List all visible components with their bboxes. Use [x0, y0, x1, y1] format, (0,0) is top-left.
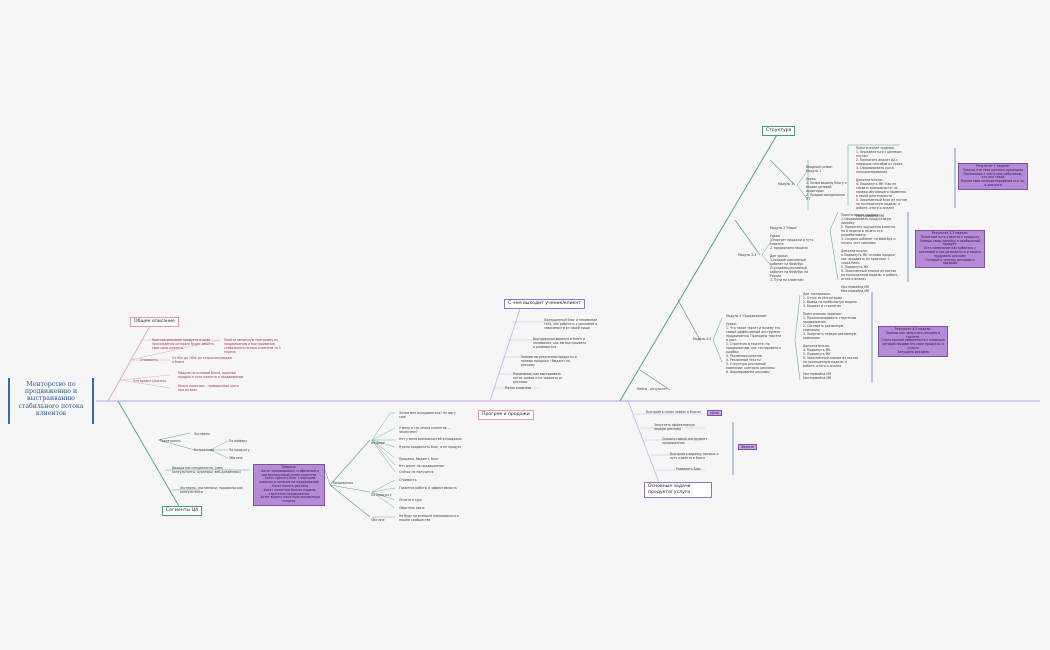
task-item: Выстроить воронку продаж и путь клиента … [670, 452, 719, 460]
segment-trunk [117, 400, 181, 509]
module1-tasks: Практические задания: 1. Определиться с … [856, 146, 907, 218]
me-item: Не буду ли излишне навязываться в нашем … [399, 514, 459, 522]
offer-item: Нужно продвигать блог, а не продукт [399, 445, 462, 449]
offer-item: Зачем мне вкладываться? Не могу сам! [399, 411, 456, 419]
objections-label: Возражения [333, 481, 354, 485]
start-item: Знание на услуги или продукты и первые п… [521, 355, 577, 367]
segment-node[interactable]: Сегменты ЦА [162, 506, 203, 516]
module45-lessons: Модуль 4 'Продвижение' Уроки: 1. Что так… [726, 314, 782, 374]
segment-about-me: Обо мне [229, 456, 243, 460]
structure-trunk [619, 132, 779, 402]
module1-lessons: Вводный созвон Модуль 1 Уроки 1. Зачем в… [806, 165, 847, 201]
segment-by-product: По продукту [229, 448, 250, 452]
product-item: Гарантия работы и эффективность [399, 486, 457, 490]
module1-label: Модуль 1 [778, 182, 794, 186]
aim-text: Выстроить поток заявок в блогах [646, 410, 701, 414]
product-item: Оплата в курс [399, 498, 423, 502]
objection-by-product: По продукту [371, 493, 392, 497]
offer-item: Нет у меня возможностей в продажах [399, 437, 462, 441]
segment-info-desc: Эксперты, наставники, продюсерские, конс… [180, 486, 244, 494]
general-price: От 80к до 160к до открытия продаж в блог… [172, 356, 233, 364]
task-item: Развивать блог [676, 467, 701, 471]
module23-lessons: Модуль 2 'Ниша' Уроки 1.портрет продажи … [770, 226, 814, 282]
module23-tasks: Практические задания: 1.Сформировать про… [841, 213, 899, 293]
segment-requests-note: Запросы: - Хотят сформировать стабильный… [253, 464, 325, 506]
module1-result-note: Результат 1 недели: Знаешь кто твоя целе… [958, 163, 1028, 190]
offer-item: Продажа, бюджет, блог [399, 457, 439, 461]
segment-by-offer: По офферу [229, 439, 248, 443]
task-item: Запустить эффективную первую рекламу [654, 423, 695, 431]
general-product-b: Много практики - проверочные шаги при их… [178, 384, 239, 392]
tasks-trunk [627, 400, 661, 486]
aim-tag: Цель [707, 410, 722, 416]
general-product-label: Что входит (кратко) [133, 379, 166, 383]
general-price-label: Стоимость [140, 358, 158, 362]
tasks-node[interactable]: Основные задачи продукта/ услуги [644, 482, 712, 498]
start-item: Полноценный блог и понимание того, как р… [544, 318, 598, 330]
start-item: Поток клиентов [505, 386, 532, 390]
segment-experts-desc: Двадцатые специалисты, (эмм, консультант… [172, 466, 241, 474]
module45-label: Модуль 4-5 [693, 337, 712, 341]
product-item: Обратная связь [399, 506, 425, 510]
product-item: Стоимость [399, 478, 417, 482]
root-node[interactable]: Менторство по продвижению и выстраиванию… [8, 378, 94, 424]
progress-node[interactable]: Прогрев и продажи [478, 410, 534, 420]
offer-item: Сейчас не получится [399, 470, 434, 474]
module45-tasks: Доп. материалы: 1. Отток из Инстаграма 2… [803, 292, 859, 380]
tasks-tag: Задачи [738, 444, 757, 450]
offer-item: У меня и так много клиентов — зачем мне? [399, 426, 451, 434]
general-trunk [107, 325, 151, 402]
general-about-left: Краткое описание продукта и ради прохожд… [152, 338, 214, 350]
module23-label: Модуль 2-3 [738, 253, 757, 257]
module45-result-note: Результат 4-5 недель: Знаешь как запусти… [878, 326, 948, 357]
case-label: Кейсы - результат [637, 387, 667, 391]
objection-by-offer: Ни фаре [371, 441, 385, 445]
start-node[interactable]: С чем выходит ученик/клиент [504, 299, 586, 309]
task-item: Освоить новый инструмент продвижения [662, 437, 708, 445]
objection-about-me: Обо мне [371, 518, 385, 522]
start-item: Выстроенная воронка в блоге и понимание,… [533, 337, 587, 349]
general-product-a: Модули по основам блога, воронки продаж … [178, 371, 244, 379]
structure-node[interactable]: Структура [762, 126, 796, 136]
general-node[interactable]: Общее описание [130, 317, 179, 327]
start-item: Понимание, как выстраивать поток заявок … [513, 372, 563, 384]
offer-item: Нет денег на продвижение [399, 464, 444, 468]
module23-result-note: Результат 2-3 недель: Понятный путь клие… [915, 230, 985, 269]
start-trunk [489, 308, 521, 402]
segment-reason: Возражения [194, 448, 215, 452]
segment-targetologists: Таргетологи [160, 439, 181, 443]
segment-experts: Эксперты [194, 432, 210, 436]
general-about: Пройти авторскую программу по продвижени… [224, 338, 281, 354]
